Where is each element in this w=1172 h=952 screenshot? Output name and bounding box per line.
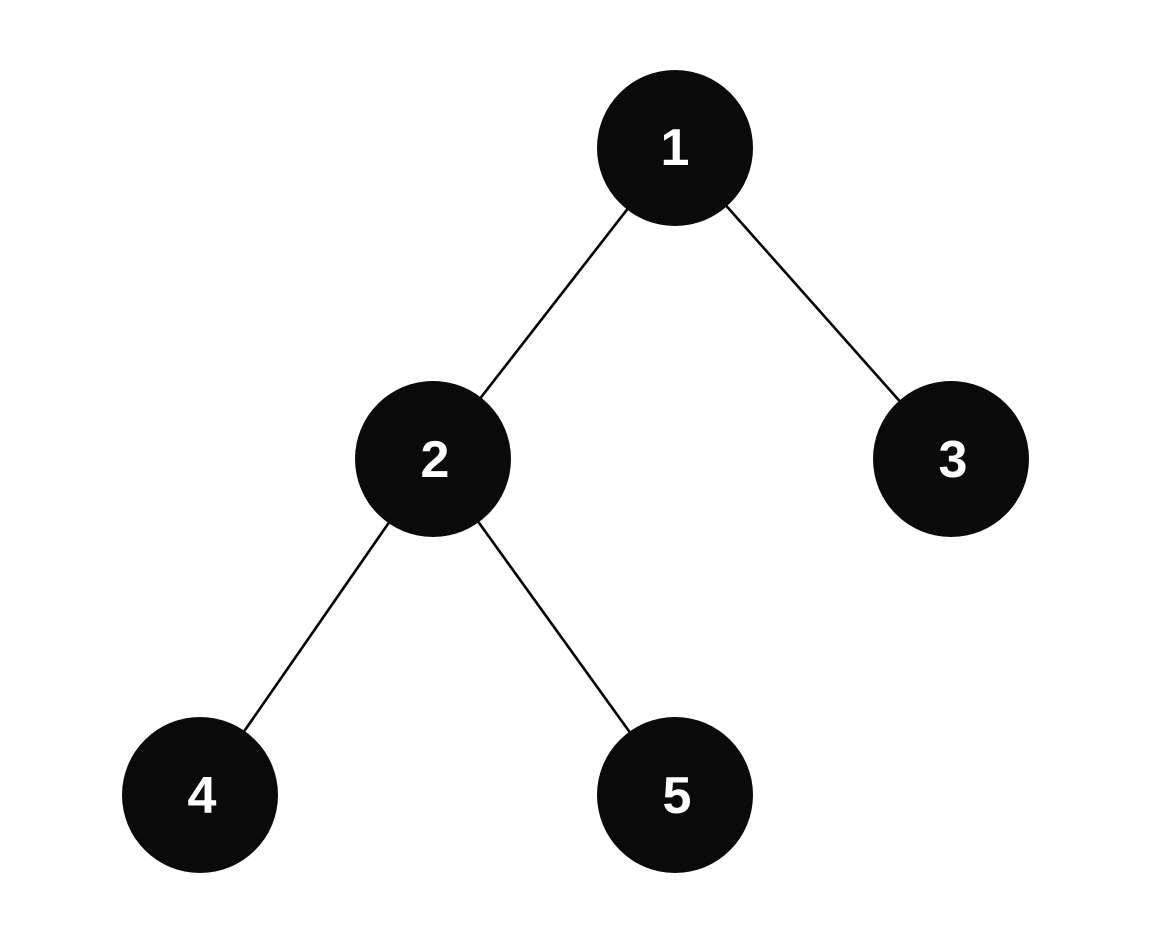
nodes-layer: 12 3 4 5	[122, 70, 1029, 873]
tree-edge	[724, 203, 902, 404]
node-circle[interactable]	[597, 70, 753, 226]
tree-node[interactable]: 4	[122, 717, 278, 873]
tree-edge	[242, 520, 391, 734]
tree-node[interactable]: 2	[355, 381, 511, 537]
edges-layer	[242, 203, 902, 735]
node-circle[interactable]	[597, 717, 753, 873]
tree-node[interactable]: 1	[597, 70, 753, 226]
tree-node[interactable]: 3	[873, 381, 1029, 537]
node-circle[interactable]	[355, 381, 511, 537]
tree-node[interactable]: 5	[597, 717, 753, 873]
node-circle[interactable]	[873, 381, 1029, 537]
tree-edge	[478, 207, 630, 400]
tree-edge	[476, 519, 632, 735]
node-circle[interactable]	[122, 717, 278, 873]
